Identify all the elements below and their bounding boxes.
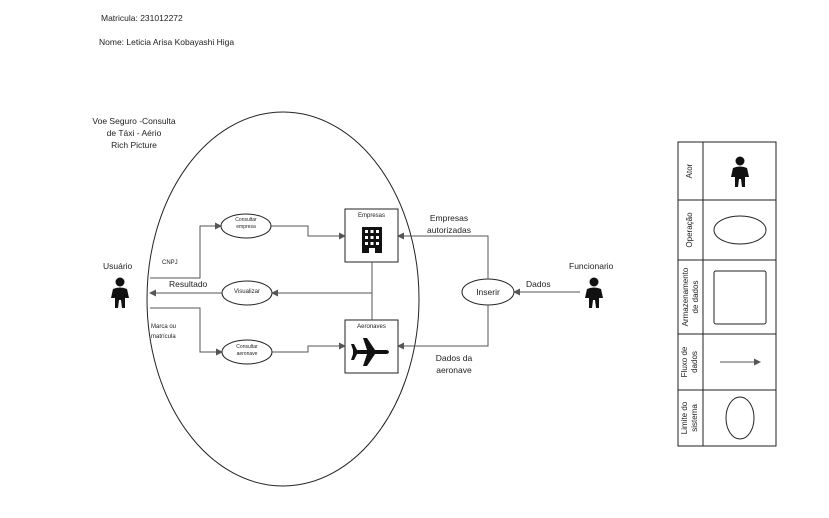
consultar-empresa-label-line1: Consultar (235, 217, 257, 223)
empresas-store (344, 208, 399, 263)
resultado-flow-label: Resultado (169, 279, 208, 289)
consultar-empresa-label: Consultar empresa (221, 217, 271, 231)
legend-armazenamento-label: Armazenamento de dados (681, 257, 701, 337)
legend-armazenamento-line2: de dados (691, 280, 700, 314)
legend-armazenamento-line1: Armazenamento (681, 267, 690, 327)
consultar-aeronave-label-line1: Consultar (236, 344, 258, 350)
empresas-autorizadas-line1: Empresas (429, 213, 469, 223)
dados-aeronave-flow-label: Dados da aeronave (424, 352, 484, 376)
usuario-label: Usuário (103, 261, 133, 271)
consultar-aeronave-label-line2: aeronave (236, 351, 258, 357)
empresas-store-label: Empresas (357, 213, 385, 219)
inserir-label: Inserir (476, 287, 500, 297)
diagram-title-line1: Voe Seguro -Consulta (92, 116, 176, 126)
system-boundary-ellipse (146, 111, 420, 487)
cnpj-flow-arrow (150, 222, 222, 279)
dados-flow-label: Dados (526, 279, 551, 289)
aeronaves-store-label: Aeronaves (357, 324, 386, 330)
funcionario-actor-icon (585, 277, 603, 308)
building-icon (362, 227, 382, 253)
dados-aeronave-line2: aeronave (436, 365, 472, 375)
aeronave-query-flow-arrow (272, 342, 346, 353)
empresas-autorizadas-flow-arrow (397, 232, 489, 279)
matricula-text: Matricula: 231012272 (101, 13, 183, 23)
legend-fluxo-line2: dados (690, 351, 699, 373)
diagram-title-line3: Rich Picture (111, 140, 157, 150)
empresa-query-flow-arrow (271, 225, 346, 240)
legend-ator-label: Ator (685, 163, 694, 179)
legend-operacao-label: Operação (685, 212, 694, 248)
marca-flow-label-line2: matrícula (151, 334, 176, 340)
legend-limite-line2: sistema (690, 404, 699, 432)
nome-text: Nome: Leticia Arisa Kobayashi Higa (99, 37, 235, 47)
legend-fluxo-line1: Fluxo de (680, 346, 689, 378)
dados-aeronave-flow-arrow (397, 305, 489, 350)
legend-store-rect (713, 270, 767, 325)
legend-actor-icon (731, 156, 749, 187)
funcionario-label: Funcionario (569, 261, 614, 271)
consultar-empresa-label-line2: empresa (236, 224, 256, 230)
consultar-aeronave-label: Consultar aeronave (222, 344, 272, 358)
legend-table (677, 141, 777, 447)
legend-limite-label: Limite do sistema (680, 388, 700, 448)
legend-limite-line1: Limite do (680, 401, 689, 435)
dados-aeronave-line1: Dados da (435, 353, 473, 363)
usuario-actor-icon (111, 277, 129, 308)
legend-fluxo-label: Fluxo de dados (680, 332, 700, 392)
airplane-icon (351, 338, 389, 366)
legend-operation-ellipse (713, 215, 767, 245)
marca-flow-arrow (150, 307, 223, 356)
empresas-autorizadas-line2: autorizadas (427, 225, 471, 235)
visualizar-label: Visualizar (234, 289, 260, 295)
diagram-title-line2: de Táxi - Aério (106, 128, 162, 138)
cnpj-flow-label: CNPJ (162, 260, 178, 266)
empresas-autorizadas-flow-label: Empresas autorizadas (416, 212, 482, 236)
legend-boundary-ellipse (725, 396, 755, 440)
marca-flow-label: Marca ou matrícula (151, 322, 176, 342)
marca-flow-label-line1: Marca ou (151, 324, 177, 330)
diagram-title: Voe Seguro -Consulta de Táxi - Aério Ric… (86, 115, 182, 151)
